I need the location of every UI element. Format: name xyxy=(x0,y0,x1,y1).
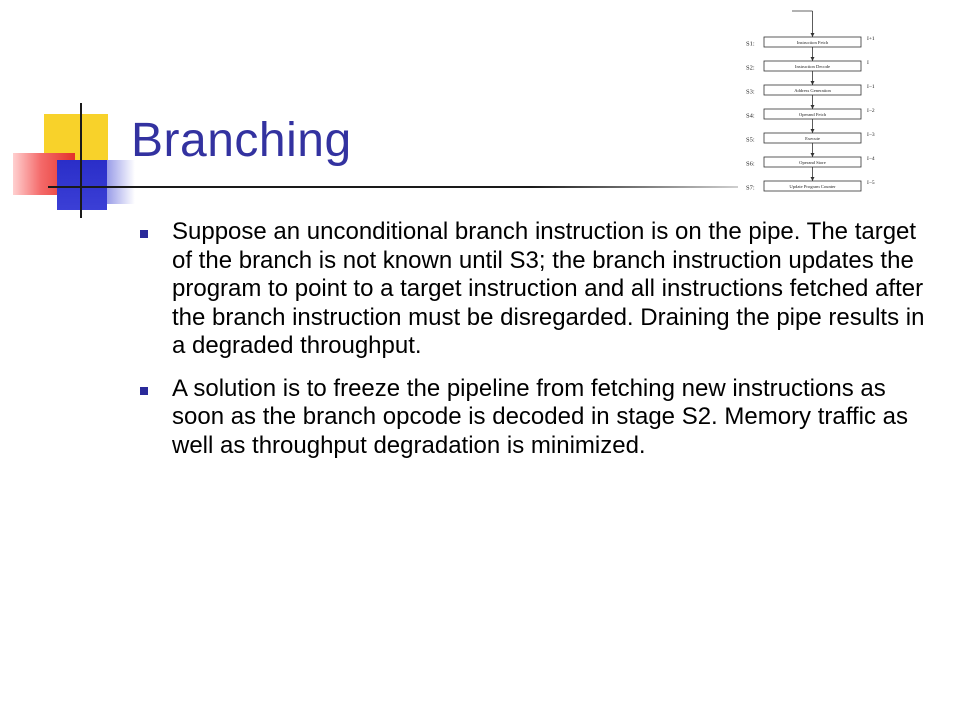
stage-time: I−2 xyxy=(867,108,875,114)
stage-label: S6: xyxy=(746,161,755,168)
vertical-rule xyxy=(80,103,82,218)
stage-box-text: Instruction Fetch xyxy=(797,40,829,45)
stage-label: S1: xyxy=(746,41,755,48)
square-bullet-icon xyxy=(140,230,148,238)
stage-time: I−5 xyxy=(867,180,875,186)
arrow-head xyxy=(810,129,815,133)
stage-box-text: Instruction Decode xyxy=(795,64,830,69)
stage-box xyxy=(763,180,862,192)
arrow-head xyxy=(810,33,815,37)
stage-label: S7: xyxy=(746,185,755,192)
stage-time: I+1 xyxy=(867,36,875,42)
bullet-text: Suppose an unconditional branch instruct… xyxy=(172,218,925,359)
stage-time: I xyxy=(867,60,869,66)
blue-fade-decoration xyxy=(107,160,135,204)
bullet-item: Suppose an unconditional branch instruct… xyxy=(140,218,940,361)
stage-label: S5: xyxy=(746,137,755,144)
bullet-item: A solution is to freeze the pipeline fro… xyxy=(140,375,940,461)
bullet-list: Suppose an unconditional branch instruct… xyxy=(140,218,940,474)
stage-box-text: Execute xyxy=(805,136,820,141)
title-underline xyxy=(48,186,738,188)
stage-label: S4: xyxy=(746,113,755,120)
stage-time: I−1 xyxy=(867,84,875,90)
bullet-text: A solution is to freeze the pipeline fro… xyxy=(172,374,908,459)
blue-square-decoration xyxy=(57,160,107,210)
pipeline-diagram: S1: Instruction Fetch I+1S2: Instruction De… xyxy=(746,10,875,192)
stage-box-text: Operand Fetch xyxy=(799,112,827,117)
arrow-head xyxy=(810,105,815,109)
stage-label: S3: xyxy=(746,89,755,96)
arrow-head xyxy=(810,177,815,181)
stage-box-text: Address Generation xyxy=(794,88,831,93)
stage-box-text: Update Program Counter xyxy=(789,184,836,189)
square-bullet-icon xyxy=(140,386,148,395)
arrow-head xyxy=(810,153,815,157)
slide-title: Branching xyxy=(131,114,352,167)
stage-box-text: Operand Store xyxy=(799,160,826,165)
arrow-head xyxy=(810,57,815,61)
stage-time: I−3 xyxy=(867,132,875,138)
arrow-head xyxy=(810,81,815,85)
stage-label: S2: xyxy=(746,65,755,72)
stage-time: I−4 xyxy=(867,156,875,162)
